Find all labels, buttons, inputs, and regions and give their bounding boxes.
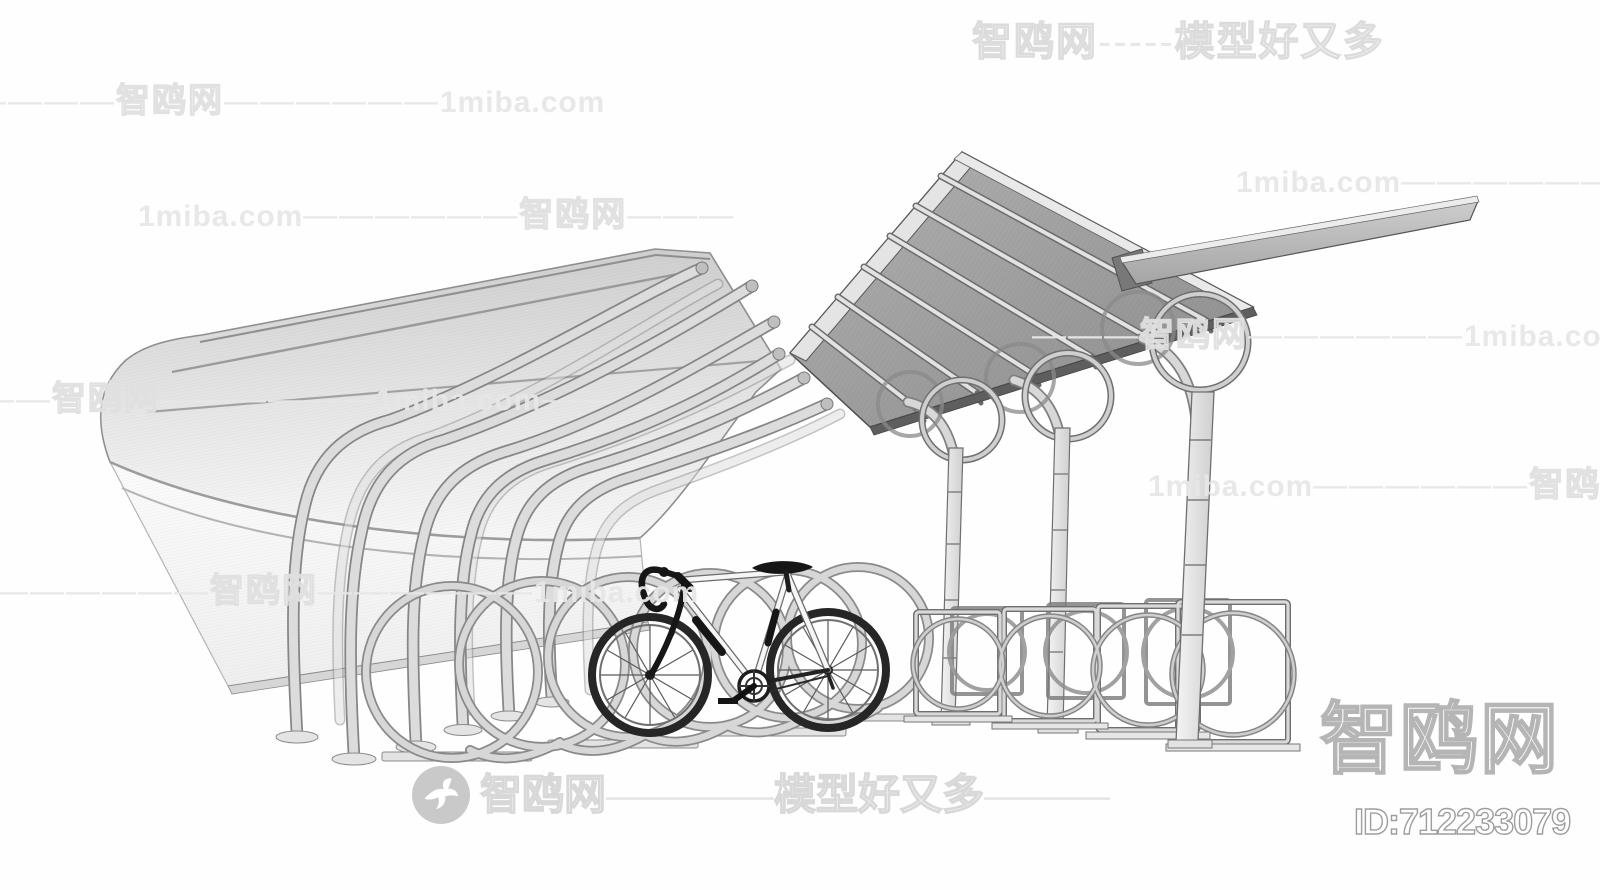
bicycle-crankset [718, 669, 771, 704]
column-rings [876, 290, 1252, 464]
canopy-supports [876, 290, 1252, 476]
bicycle-cockpit [638, 566, 780, 676]
ring-bike-racks [903, 391, 1301, 752]
support-tubes [275, 261, 846, 766]
tube-end-caps [695, 261, 834, 411]
bicycle [588, 561, 890, 737]
canopy-wing [1111, 195, 1480, 292]
front-column [1167, 391, 1215, 749]
bicycle-saddle [752, 561, 813, 593]
right-shelter [788, 151, 1480, 734]
